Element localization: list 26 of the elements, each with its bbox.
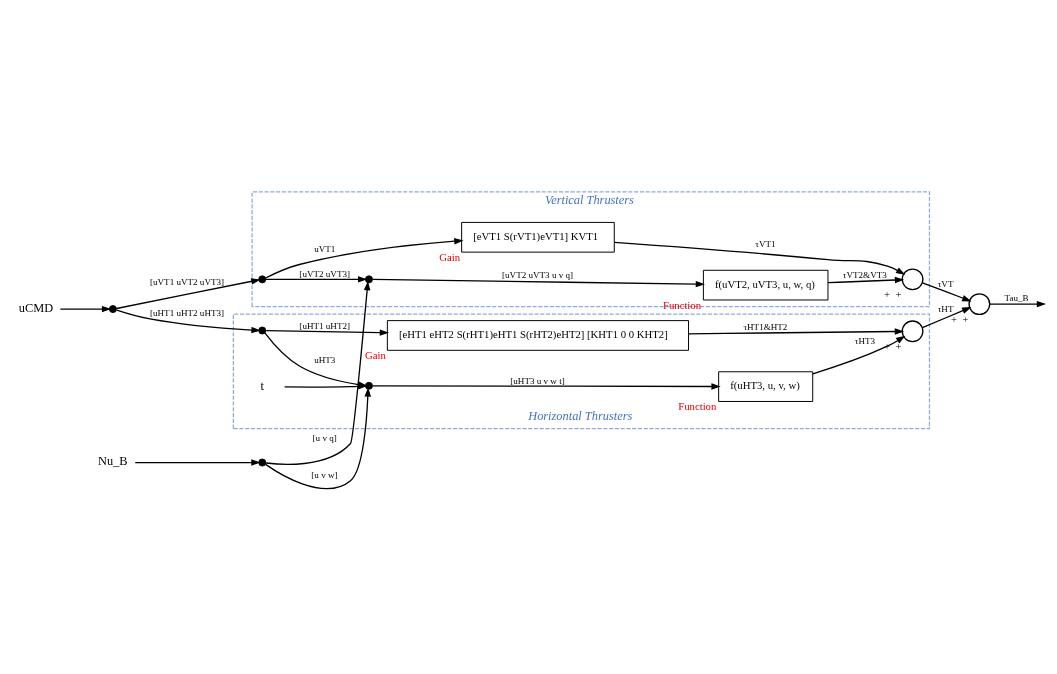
node-text: Nu_B [98, 454, 128, 469]
edge-label: τHT3 [854, 335, 876, 346]
edge-label: [uVT1 uVT2 uVT3] [150, 276, 225, 287]
node-label: Gain [439, 250, 461, 263]
edge-label: [uVT2 uVT3] [299, 268, 350, 279]
edge-label: τVT1 [755, 239, 776, 250]
node-label: Gain [365, 348, 386, 361]
node-label: + + [950, 313, 969, 326]
node-text: uCMD [18, 300, 54, 315]
edge-label: uHT3 [314, 355, 336, 366]
node-label: Function [662, 298, 702, 311]
edge-label: τHT [937, 304, 954, 315]
edge-label: [uHT3 u v w t] [510, 375, 565, 386]
edge-label: τVT [937, 278, 954, 289]
edge-label: uVT1 [314, 243, 336, 254]
edge-label: [u v w] [311, 470, 338, 481]
edge-label: τVT2&VT3 [842, 270, 887, 281]
edge-label: [uVT2 uVT3 u v q] [502, 269, 574, 280]
edge-label: Tau_B [1004, 293, 1029, 304]
edge-label: [u v q] [312, 432, 337, 443]
edge-label: [uHT1 uHT2 uHT3] [150, 308, 225, 319]
edge-label: τHT1&HT2 [743, 322, 788, 333]
node-label: Function [678, 400, 717, 413]
node-label: + + [884, 288, 902, 301]
edge-label: [uHT1 uHT2] [299, 320, 350, 331]
node-text: t [260, 378, 264, 393]
